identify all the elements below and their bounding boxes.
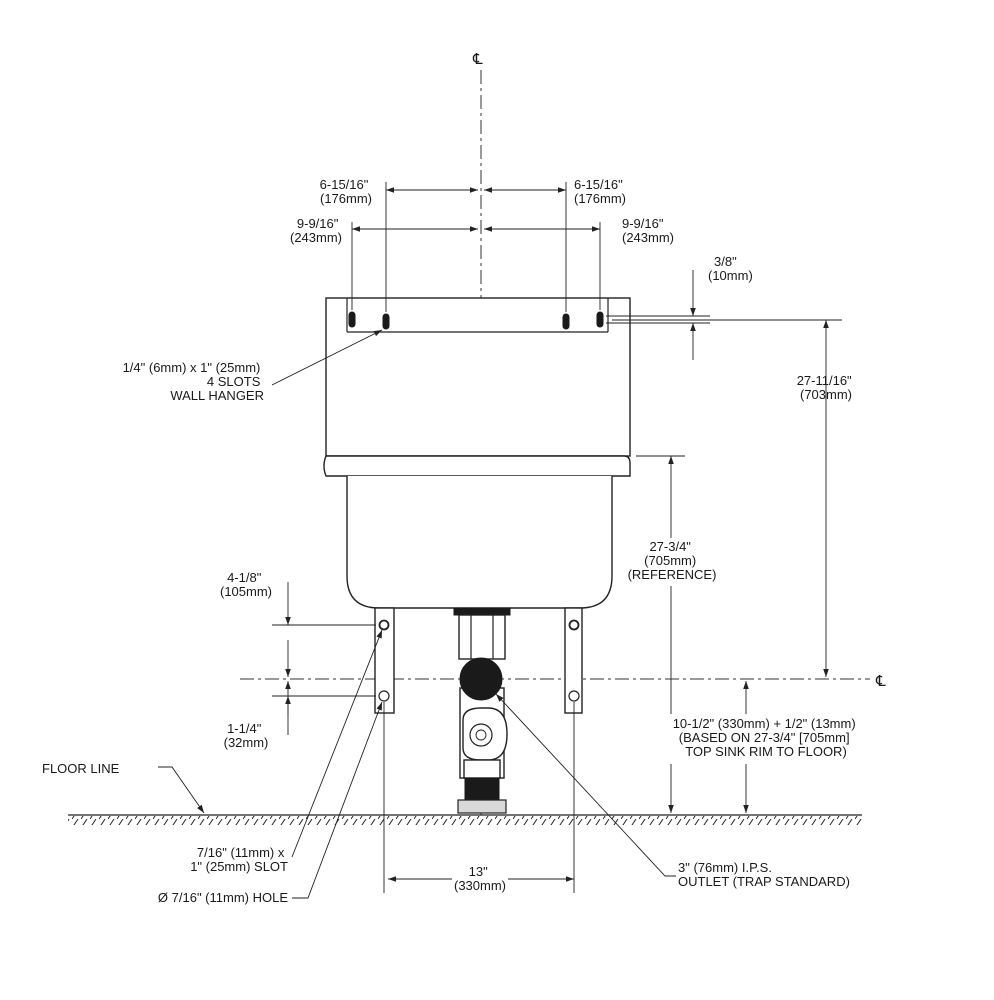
dim-label-slot-offset: 3/8" (10mm) bbox=[708, 254, 753, 283]
right-leg-hole bbox=[568, 690, 580, 702]
floor-flange bbox=[457, 799, 507, 814]
dim-label-leg-spacing: 13" (330mm) bbox=[454, 864, 506, 893]
label-leg-slot: 7/16" (11mm) x 1" (25mm) SLOT bbox=[190, 845, 288, 874]
wall-hanger-slot bbox=[596, 311, 604, 328]
dim-label-leg-lower: 1-1/4" (32mm) bbox=[224, 721, 269, 750]
dim-label-top-left-outer: 9-9/16" (243mm) bbox=[290, 216, 342, 245]
trap-cleanout bbox=[462, 707, 508, 761]
sink-rim bbox=[323, 455, 631, 477]
dim-label-top-left-inner: 6-15/16" (176mm) bbox=[320, 177, 372, 206]
label-outlet: 3" (76mm) I.P.S. OUTLET (TRAP STANDARD) bbox=[678, 860, 850, 889]
wall-hanger-slot bbox=[382, 313, 390, 330]
label-leg-hole: Ø 7/16" (11mm) HOLE bbox=[158, 890, 288, 905]
dim-label-top-right-outer: 9-9/16" (243mm) bbox=[622, 216, 674, 245]
right-leg bbox=[564, 607, 583, 714]
horizontal-centerline-symbol: ℄ bbox=[875, 673, 886, 690]
dim-label-overall-height: 27-11/16" (703mm) bbox=[797, 373, 856, 402]
leader-leg-slot bbox=[291, 629, 383, 858]
cleanout-plug-inner bbox=[475, 729, 487, 741]
label-wall-hanger: 1/4" (6mm) x 1" (25mm) 4 SLOTS WALL HANG… bbox=[123, 360, 264, 403]
backsplash bbox=[325, 297, 631, 457]
dim-label-outlet-height-bg bbox=[670, 714, 862, 764]
leader-floor-line bbox=[158, 766, 205, 814]
leader-wall-hanger bbox=[271, 329, 383, 386]
dim-label-outlet-height: 10-1/2" (330mm) + 1/2" (13mm) (BASED ON … bbox=[673, 716, 860, 759]
drain-pipe bbox=[458, 614, 506, 660]
leader-outlet bbox=[495, 693, 676, 877]
trap-base bbox=[464, 777, 500, 801]
left-leg-hole bbox=[378, 690, 390, 702]
dim-label-top-right-inner: 6-15/16" (176mm) bbox=[574, 177, 626, 206]
leader-leg-hole bbox=[292, 701, 383, 899]
wall-hanger-slot bbox=[348, 311, 356, 328]
wall-hanger-slot bbox=[562, 313, 570, 330]
outlet-circle bbox=[459, 657, 503, 701]
sink-bowl bbox=[346, 476, 613, 609]
dim-label-rim-height: 27-3/4" (705mm) (REFERENCE) bbox=[628, 539, 717, 582]
trap-neck bbox=[463, 759, 501, 779]
left-leg bbox=[374, 607, 395, 714]
drain-flange bbox=[453, 607, 511, 616]
label-floor-line: FLOOR LINE bbox=[42, 761, 120, 776]
right-leg-slot bbox=[568, 619, 580, 631]
vertical-centerline-symbol: ℄ bbox=[472, 51, 483, 68]
dim-label-leg-upper: 4-1/8" (105mm) bbox=[220, 570, 272, 599]
dim-label-rim-height-bg bbox=[626, 538, 720, 586]
dim-label-leg-spacing-bg bbox=[452, 864, 508, 896]
left-leg-slot bbox=[378, 619, 390, 631]
floor-hatch bbox=[68, 816, 862, 825]
cleanout-plug bbox=[469, 723, 493, 747]
